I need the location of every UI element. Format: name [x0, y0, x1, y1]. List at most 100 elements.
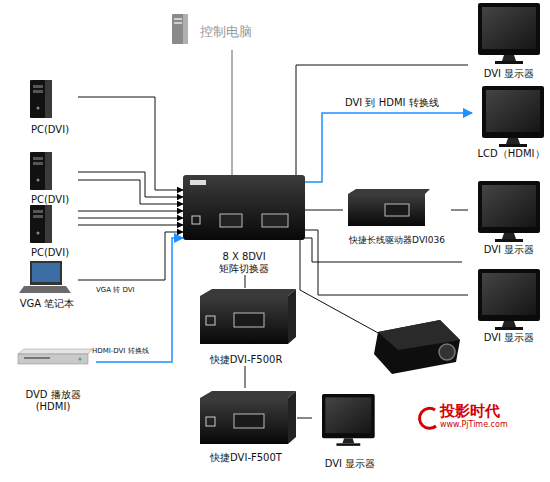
- extender-receiver-icon: [200, 296, 288, 344]
- projector-icon: [374, 320, 460, 374]
- line-driver-icon: [348, 189, 430, 226]
- matrix-switcher-icon: [183, 175, 305, 240]
- pc-source: PC(DVI): [22, 203, 78, 259]
- extender-transmitter-icon: [234, 414, 264, 428]
- matrix-switcher-icon: [190, 180, 206, 185]
- node-label: LCD（HDMI）: [477, 148, 544, 160]
- node-label: PC(DVI): [31, 247, 69, 259]
- laptop-icon: [19, 261, 71, 293]
- laptop-icon: [32, 263, 60, 282]
- control-computer-icon: [174, 22, 182, 24]
- node-label: 快捷DVI-F500T: [210, 452, 282, 464]
- node-label: DVI 显示器: [325, 458, 376, 470]
- monitor-icon: [478, 181, 540, 242]
- connector: [78, 97, 183, 190]
- extender-receiver-icon: [200, 289, 296, 344]
- line-driver-icon: [348, 189, 430, 194]
- pc-tower-icon: [30, 152, 52, 190]
- connector: [78, 211, 183, 212]
- dvd-source: DVD 播放器 (HDMI): [10, 345, 96, 413]
- extender-transmitter-icon: [200, 398, 288, 444]
- signal-wire: [300, 240, 380, 334]
- monitor-icon: [478, 3, 540, 64]
- extender-transmitter-icon: [288, 391, 296, 444]
- monitor-icon: [322, 394, 375, 446]
- control-computer: 控制电脑: [168, 14, 278, 50]
- node-label: DVI 显示器: [484, 68, 535, 80]
- matrix-switcher-icon: [183, 175, 305, 240]
- control-computer-icon: [183, 14, 188, 44]
- extender-transmitter-icon: [200, 391, 296, 444]
- line-driver: 快捷长线驱动器DVI036: [343, 186, 451, 246]
- extender-receiver-icon: [200, 289, 296, 296]
- pc-source: PC(DVI): [22, 150, 78, 206]
- extender-transmitter: 快捷DVI-F500T: [195, 388, 297, 464]
- node-label: 控制电脑: [200, 24, 252, 40]
- pc-source: PC(DVI): [22, 78, 78, 136]
- node-label: DVD 播放器 (HDMI): [20, 389, 86, 413]
- watermark-url: www.PjTime.com: [440, 421, 508, 430]
- display-monitor: DVI 显示器: [468, 0, 550, 80]
- connector: [297, 418, 312, 419]
- node-label: 快捷DVI-F500R: [210, 354, 283, 366]
- laptop-source: VGA 笔记本: [16, 258, 78, 310]
- dvd-player-icon: [18, 354, 88, 364]
- matrix-switcher: 8 X 8DVI 矩阵切换器: [183, 175, 305, 275]
- dvd-player-icon: [18, 349, 92, 364]
- control-computer-icon: [174, 18, 182, 20]
- connector: [96, 238, 183, 362]
- node-label: PC(DVI): [31, 124, 69, 136]
- laptop-icon: [30, 261, 62, 285]
- dvd-player-icon: [18, 349, 92, 354]
- connector: [305, 210, 343, 211]
- watermark-text: 投影时代: [440, 403, 500, 420]
- control-computer-icon: [172, 14, 188, 44]
- watermark-logo: [420, 408, 436, 428]
- line-driver-icon: [385, 204, 409, 216]
- node-label: DVI 显示器: [484, 332, 535, 344]
- dvd-player-icon: [79, 358, 82, 361]
- pc-tower-icon: [30, 205, 52, 243]
- node-label: 8 X 8DVI 矩阵切换器: [217, 251, 271, 275]
- display-monitor: DVI 显示器: [468, 178, 550, 256]
- control-computer-icon: [172, 14, 188, 44]
- connector: [305, 230, 468, 295]
- connector: [78, 172, 183, 197]
- connector: [305, 113, 472, 182]
- display-monitor: DVI 显示器: [468, 266, 550, 344]
- monitor-icon: [482, 86, 544, 147]
- connector: [78, 232, 183, 280]
- edge-label: VGA 转 DVI: [96, 287, 135, 295]
- extender-transmitter-icon: [200, 391, 296, 398]
- connector: [451, 210, 468, 211]
- connector: [245, 366, 246, 388]
- connector: [78, 225, 183, 226]
- node-label: 快捷长线驱动器DVI036: [349, 235, 445, 246]
- extender-receiver-icon: [234, 313, 264, 327]
- edge-label: HDMI-DVI 转换线: [92, 348, 149, 356]
- extender-receiver: 快捷DVI-F500R: [195, 288, 297, 366]
- projector-icon: [439, 344, 455, 360]
- matrix-switcher-icon: [192, 216, 200, 224]
- node-label: DVI 显示器: [484, 244, 535, 256]
- connector: [78, 218, 183, 219]
- edge-label: DVI 到 HDMI 转换线: [345, 97, 439, 108]
- matrix-switcher-icon: [262, 214, 288, 227]
- node-label: VGA 笔记本: [20, 298, 75, 310]
- projector-icon: [374, 320, 460, 374]
- extender-transmitter-icon: [206, 417, 215, 426]
- extender-receiver-icon: [288, 289, 296, 344]
- matrix-switcher-icon: [220, 214, 242, 227]
- line-driver-icon: [348, 194, 425, 226]
- display-monitor: DVI 显示器: [312, 390, 388, 470]
- connector: [245, 275, 246, 288]
- connector: [231, 50, 233, 175]
- display-monitor: LCD（HDMI）: [472, 84, 550, 160]
- connector: [78, 180, 183, 204]
- extender-receiver-icon: [206, 316, 215, 325]
- monitor-icon: [478, 269, 540, 330]
- laptop-icon: [19, 286, 71, 293]
- dvd-player-icon: [24, 357, 50, 359]
